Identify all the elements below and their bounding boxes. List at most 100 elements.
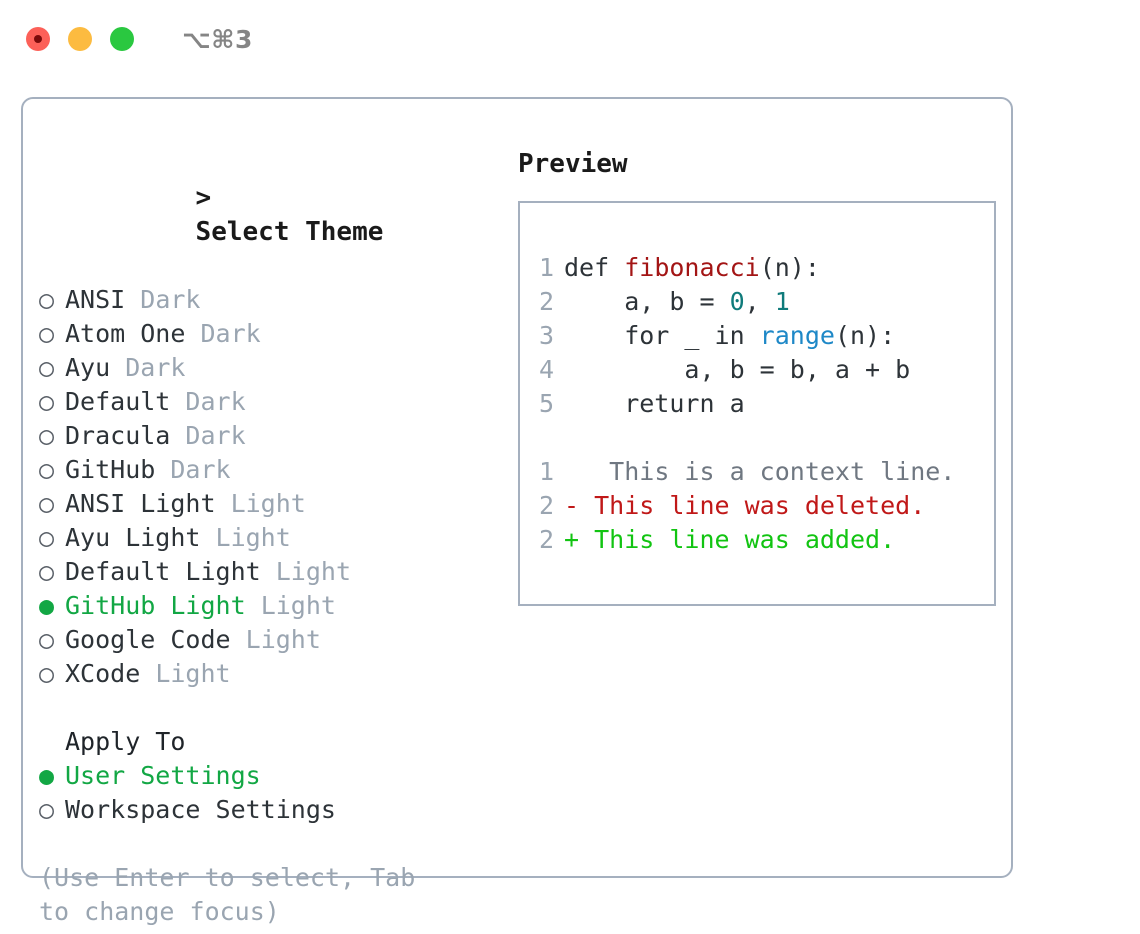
code-line-number: 3 xyxy=(538,321,554,350)
label-separator xyxy=(110,351,125,385)
radio-selected-icon: ● xyxy=(39,761,55,790)
theme-option-dracula[interactable]: ○ Dracula Dark xyxy=(39,419,504,453)
theme-option-label: ANSI Light xyxy=(65,489,216,518)
theme-option-label: Ayu Light xyxy=(65,523,201,552)
theme-option-xcode[interactable]: ○XCode Light xyxy=(39,657,504,691)
theme-option-label: Ayu xyxy=(65,353,111,382)
theme-option-variant: Dark xyxy=(140,285,201,314)
preview-heading: Preview xyxy=(518,149,628,179)
diff-marker: - xyxy=(564,491,580,520)
theme-option-label: Dracula xyxy=(65,421,171,450)
theme-option-ayu-light[interactable]: ○Ayu Light Light xyxy=(39,521,504,555)
radio-unselected-icon: ○ xyxy=(39,523,55,552)
label-separator xyxy=(246,589,261,623)
maximize-button[interactable] xyxy=(110,27,134,51)
code-token: range xyxy=(759,321,835,350)
theme-option-variant: Dark xyxy=(185,387,246,416)
theme-option-label: XCode xyxy=(65,659,141,688)
select-theme-title: Select Theme xyxy=(195,217,384,247)
window-titlebar: ⌥⌘3 xyxy=(0,0,1140,78)
code-token: 0 xyxy=(729,287,745,316)
code-line-content: for _ in range(n): xyxy=(564,319,895,353)
theme-option-atom-one[interactable]: ○ Atom One Dark xyxy=(39,317,504,351)
diff-line-text: This line was deleted. xyxy=(579,491,926,520)
theme-option-default-light[interactable]: ○Default Light Light xyxy=(39,555,504,589)
code-line: 2 a, b = 0, 1 xyxy=(520,285,994,319)
theme-option-label: Google Code xyxy=(65,625,231,654)
theme-option-variant: Light xyxy=(260,591,336,620)
caret-icon: > xyxy=(195,183,212,213)
code-token: 1 xyxy=(774,287,790,316)
keyboard-hint-text: (Use Enter to select, Tab to change focu… xyxy=(39,863,416,926)
diff-marker: + xyxy=(564,525,580,554)
code-token: , xyxy=(744,287,775,316)
radio-unselected-icon: ○ xyxy=(39,455,55,484)
diff-marker xyxy=(564,455,579,489)
theme-option-label: GitHub xyxy=(65,455,156,484)
apply-to-title: Apply To xyxy=(65,727,186,756)
radio-unselected-icon: ○ xyxy=(39,489,55,518)
theme-option-ansi-light[interactable]: ○ANSI Light Light xyxy=(39,487,504,521)
theme-option-label: Default xyxy=(65,387,171,416)
theme-option-default[interactable]: ○ Default Dark xyxy=(39,385,504,419)
theme-option-label: Atom One xyxy=(65,319,186,348)
theme-option-github-light[interactable]: ●GitHub Light Light xyxy=(39,589,504,623)
label-separator xyxy=(170,385,185,419)
radio-unselected-icon: ○ xyxy=(39,285,55,314)
diff-line-number: 1 xyxy=(538,457,554,486)
minimize-button[interactable] xyxy=(68,27,92,51)
radio-unselected-icon: ○ xyxy=(39,795,55,824)
theme-option-list: ○ANSI Dark○Atom One Dark○Ayu Dark○Defaul… xyxy=(39,283,504,691)
radio-unselected-icon: ○ xyxy=(39,659,55,688)
code-token: (n): xyxy=(759,253,820,282)
theme-option-label: ANSI xyxy=(65,285,126,314)
diff-line-text: This is a context line. xyxy=(579,457,956,486)
theme-option-ayu[interactable]: ○Ayu Dark xyxy=(39,351,504,385)
code-line-number: 5 xyxy=(538,389,554,418)
code-diff-spacer xyxy=(520,421,994,455)
diff-sample: 1 This is a context line.2- This line wa… xyxy=(520,455,994,557)
label-separator xyxy=(140,657,155,691)
label-separator xyxy=(216,487,231,521)
diff-line: 1 This is a context line. xyxy=(520,455,994,489)
diff-line: 2- This line was deleted. xyxy=(520,489,994,523)
close-button[interactable] xyxy=(26,27,50,51)
label-separator xyxy=(261,555,276,589)
apply-to-option-list: ●User Settings○Workspace Settings xyxy=(39,759,504,827)
theme-option-google-code[interactable]: ○Google Code Light xyxy=(39,623,504,657)
diff-line: 2+ This line was added. xyxy=(520,523,994,557)
main-panel: > Select Theme ○ANSI Dark○Atom One Dark○… xyxy=(21,97,1013,926)
radio-unselected-icon: ○ xyxy=(39,387,55,416)
theme-selector-column: > Select Theme ○ANSI Dark○Atom One Dark○… xyxy=(39,147,504,926)
theme-option-ansi[interactable]: ○ ANSI Dark xyxy=(39,283,504,317)
theme-option-github[interactable]: ○ GitHub Dark xyxy=(39,453,504,487)
keyboard-shortcut-label: ⌥⌘3 xyxy=(182,24,253,54)
code-line: 5 return a xyxy=(520,387,994,421)
traffic-lights xyxy=(26,27,134,51)
theme-option-variant: Dark xyxy=(185,421,246,450)
apply-to-option-user-settings[interactable]: ●User Settings xyxy=(39,759,504,793)
radio-unselected-icon: ○ xyxy=(39,557,55,586)
code-line-content: def fibonacci(n): xyxy=(564,251,820,285)
code-line-content: a, b = 0, 1 xyxy=(564,285,790,319)
radio-unselected-icon: ○ xyxy=(39,625,55,654)
code-token: for _ in xyxy=(564,321,760,350)
apply-to-option-workspace-settings[interactable]: ○Workspace Settings xyxy=(39,793,504,827)
code-token: def xyxy=(564,253,625,282)
theme-option-variant: Dark xyxy=(125,353,186,382)
radio-unselected-icon: ○ xyxy=(39,319,55,348)
code-line-number: 4 xyxy=(538,355,554,384)
radio-unselected-icon: ○ xyxy=(39,421,55,450)
theme-option-variant: Dark xyxy=(170,455,231,484)
theme-option-variant: Light xyxy=(275,557,351,586)
theme-option-variant: Dark xyxy=(200,319,261,348)
diff-line-text: This line was added. xyxy=(579,525,896,554)
code-token: (n): xyxy=(834,321,896,350)
code-token: a, b = b, a + b xyxy=(564,355,911,384)
theme-option-label: GitHub Light xyxy=(65,591,246,620)
select-theme-heading: > Select Theme xyxy=(39,147,504,283)
